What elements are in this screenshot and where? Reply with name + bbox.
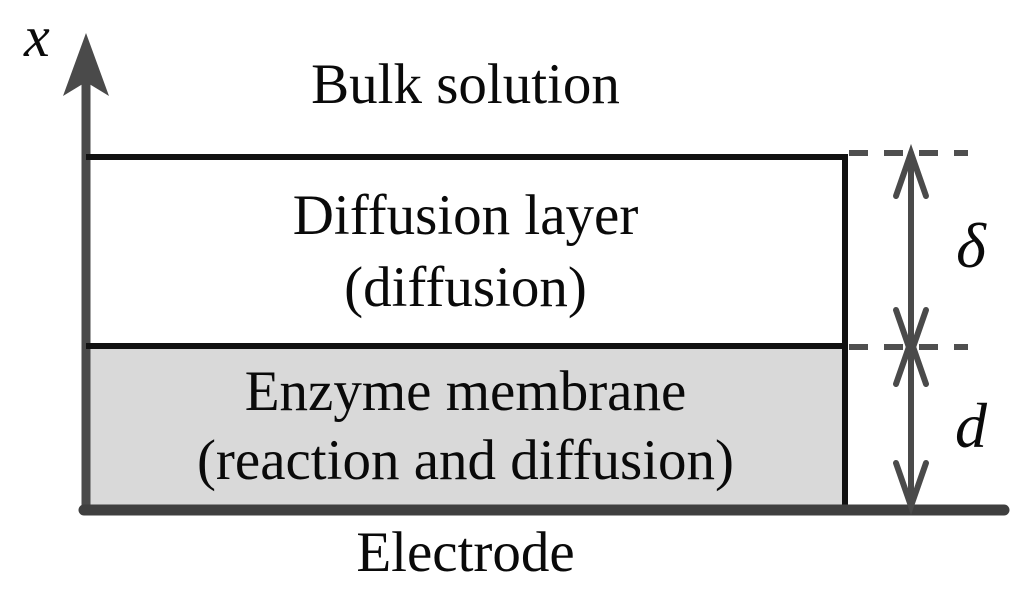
- bulk-solution-label: Bulk solution: [311, 53, 620, 116]
- arrowhead-up-icon: [893, 143, 929, 199]
- diffusion-layer-label: Diffusion layer (diffusion): [86, 157, 845, 346]
- diffusion-layer-subtitle: (diffusion): [344, 255, 587, 319]
- delta-thickness-label: δ: [956, 210, 986, 281]
- enzyme-membrane-label: Enzyme membrane (reaction and diffusion): [86, 346, 845, 507]
- electrode-label: Electrode: [356, 521, 575, 584]
- d-dimension-arrow: [893, 331, 929, 516]
- axis-label-x: x: [24, 4, 50, 69]
- enzyme-membrane-subtitle: (reaction and diffusion): [196, 428, 735, 492]
- arrowhead-down-icon: [893, 460, 929, 516]
- enzyme-membrane-box: [89, 348, 843, 506]
- delta-dimension-arrow: [893, 143, 929, 363]
- d-thickness-label: d: [955, 390, 987, 461]
- arrowhead-up-icon: [893, 331, 929, 387]
- enzyme-membrane-title: Enzyme membrane: [244, 360, 687, 424]
- diffusion-layer-title: Diffusion layer: [292, 184, 639, 248]
- x-axis-arrowhead-icon: [63, 33, 109, 96]
